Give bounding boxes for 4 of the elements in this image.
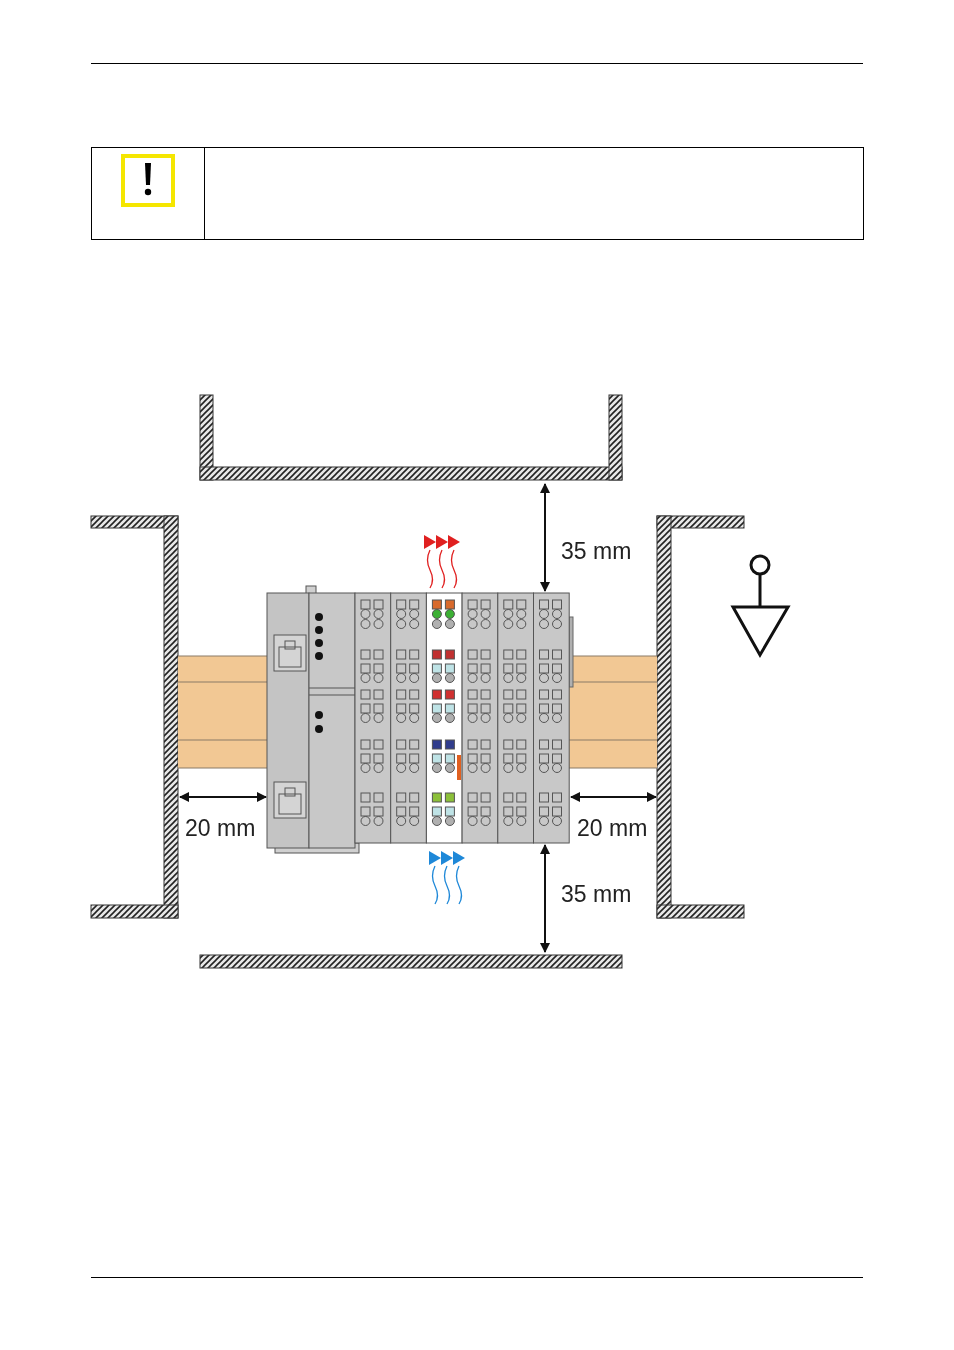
dimension-label: 20 mm — [185, 815, 256, 841]
dimension-label: 35 mm — [561, 538, 632, 564]
dimension-label: 35 mm — [561, 881, 632, 907]
dimension-label: 20 mm — [577, 815, 648, 841]
